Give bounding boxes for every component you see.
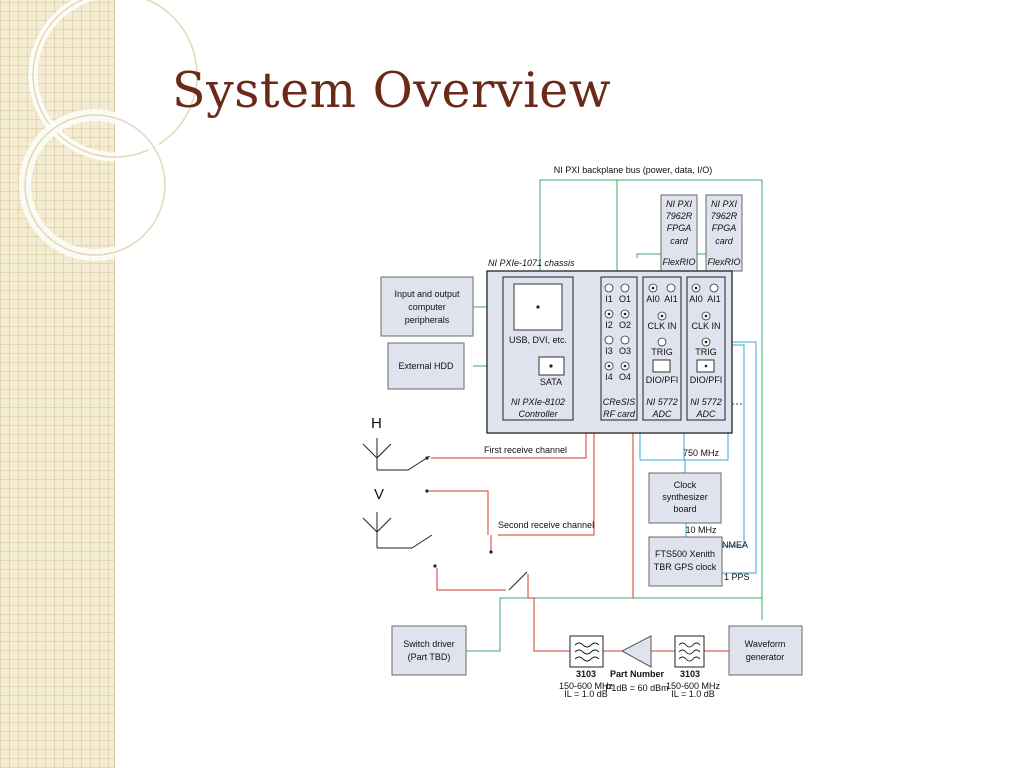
fpga-card-1-line-2: 7962R <box>666 211 693 221</box>
gps-clock-line-1: FTS500 Xenith <box>655 549 715 559</box>
adc-1-name-2: ADC <box>651 409 672 419</box>
io-peripherals-line-1: Input and output <box>394 289 460 299</box>
chassis-label: NI PXIe-1071 chassis <box>488 258 575 268</box>
io-peripherals-line-2: computer <box>408 302 446 312</box>
backplane-bus-label: NI PXI backplane bus (power, data, I/O) <box>554 165 713 175</box>
antenna-h-icon <box>362 438 431 471</box>
adc-2-ai0: AI0 <box>689 294 703 304</box>
adc-1-clk: CLK IN <box>647 321 676 331</box>
io-peripherals-box: Input and output computer peripherals <box>380 276 474 337</box>
adc-2-ai1: AI1 <box>707 294 721 304</box>
filter-left-part: 3103 <box>576 669 596 679</box>
fpga-card-1-line-3: FPGA <box>667 223 692 233</box>
fpga-card-2-line-1: NI PXI <box>711 199 738 209</box>
freq-750-label: 750 MHz <box>683 448 720 458</box>
clock-synth-line-1: Clock <box>674 480 697 490</box>
fpga-card-2-line-4: card <box>715 236 734 246</box>
adc-2-name-1: NI 5772 <box>690 397 722 407</box>
bandpass-filter-right-icon <box>674 635 705 668</box>
fpga-card-1-line-1: NI PXI <box>666 199 693 209</box>
fpga-card-1: NI PXI 7962R FPGA card FlexRIO <box>660 194 698 272</box>
switch-icon <box>425 456 528 591</box>
adc-2-name-2: ADC <box>695 409 716 419</box>
amplifier-icon <box>620 635 652 668</box>
antenna-v-label: V <box>374 486 384 503</box>
rf-card-name-2: RF card <box>603 409 636 419</box>
amplifier-part: Part Number <box>610 669 665 679</box>
adc-card-2: AI0 AI1 CLK IN TRIG DIO/PFI NI 5772 ADC <box>686 276 726 421</box>
rf-output-3: O3 <box>619 346 631 356</box>
waveform-gen-line-1: Waveform <box>745 639 786 649</box>
fpga-card-1-flexrio: FlexRIO <box>662 257 695 267</box>
page-title: System Overview <box>172 62 612 119</box>
fpga-card-2: NI PXI 7962R FPGA card FlexRIO <box>705 194 743 272</box>
adc-1-trig: TRIG <box>651 347 673 357</box>
filter-right-spec-1: 150-600 MHz <box>666 681 721 691</box>
external-hdd-box: External HDD <box>387 342 465 390</box>
fpga-card-1-line-4: card <box>670 236 689 246</box>
rf-input-2: I2 <box>605 320 613 330</box>
clock-synth-line-3: board <box>673 504 696 514</box>
antenna-h-label: H <box>371 415 382 432</box>
switch-driver-line-1: Switch driver <box>403 639 455 649</box>
adc-1-ai0: AI0 <box>646 294 660 304</box>
controller-ports-label: USB, DVI, etc. <box>509 335 567 345</box>
io-peripherals-line-3: peripherals <box>405 315 450 325</box>
waveform-gen-line-2: generator <box>746 652 785 662</box>
controller-name-1: NI PXIe-8102 <box>511 397 565 407</box>
adc-2-clk: CLK IN <box>691 321 720 331</box>
gps-clock-box: FTS500 Xenith TBR GPS clock <box>648 536 723 587</box>
rf-card-name-1: CReSIS <box>603 397 636 407</box>
adc-2-trig: TRIG <box>695 347 717 357</box>
second-channel-label: Second receive channel <box>498 520 594 530</box>
filter-right-spec-2: IL = 1.0 dB <box>671 689 714 699</box>
gps-clock-line-2: TBR GPS clock <box>654 562 717 572</box>
rf-output-4: O4 <box>619 372 631 382</box>
adc-2-dio: DIO/PFI <box>690 375 723 385</box>
amplifier-spec: P1dB = 60 dBm <box>605 683 668 693</box>
clock-synth-line-2: synthesizer <box>662 492 708 502</box>
sata-label: SATA <box>540 377 562 387</box>
rf-output-1: O1 <box>619 294 631 304</box>
antenna-v-icon <box>362 512 433 549</box>
controller-card: USB, DVI, etc. SATA NI PXIe-8102 Control… <box>502 276 574 421</box>
rf-card: I1 O1 I2 O2 I3 O3 I4 O4 CReSIS RF card <box>600 276 638 421</box>
filter-right-part: 3103 <box>680 669 700 679</box>
adc-1-ai1: AI1 <box>664 294 678 304</box>
rf-input-1: I1 <box>605 294 613 304</box>
bandpass-filter-left-icon <box>569 635 604 668</box>
external-hdd-label: External HDD <box>398 361 454 371</box>
nmea-label: NMEA <box>722 540 748 550</box>
clock-synth-box: Clock synthesizer board <box>648 472 722 524</box>
rf-input-3: I3 <box>605 346 613 356</box>
filter-left-spec-2: IL = 1.0 dB <box>564 689 607 699</box>
controller-name-2: Controller <box>518 409 558 419</box>
fpga-card-2-line-2: 7962R <box>711 211 738 221</box>
decorative-rings <box>19 0 200 261</box>
filter-left-spec-1: 150-600 MHz <box>559 681 614 691</box>
waveform-generator-box: Waveform generator <box>728 625 803 676</box>
switch-driver-line-2: (Part TBD) <box>408 652 451 662</box>
freq-10-label: 10 MHz <box>685 525 717 535</box>
rf-input-4: I4 <box>605 372 613 382</box>
fpga-card-2-flexrio: FlexRIO <box>707 257 740 267</box>
adc-1-dio: DIO/PFI <box>646 375 679 385</box>
fpga-card-2-line-3: FPGA <box>712 223 737 233</box>
adc-1-name-1: NI 5772 <box>646 397 678 407</box>
adc-card-1: AI0 AI1 CLK IN TRIG DIO/PFI NI 5772 ADC <box>642 276 682 421</box>
switch-driver-box: Switch driver (Part TBD) <box>391 625 467 676</box>
pps-label: 1 PPS <box>724 572 750 582</box>
rf-output-2: O2 <box>619 320 631 330</box>
first-channel-label: First receive channel <box>484 445 567 455</box>
